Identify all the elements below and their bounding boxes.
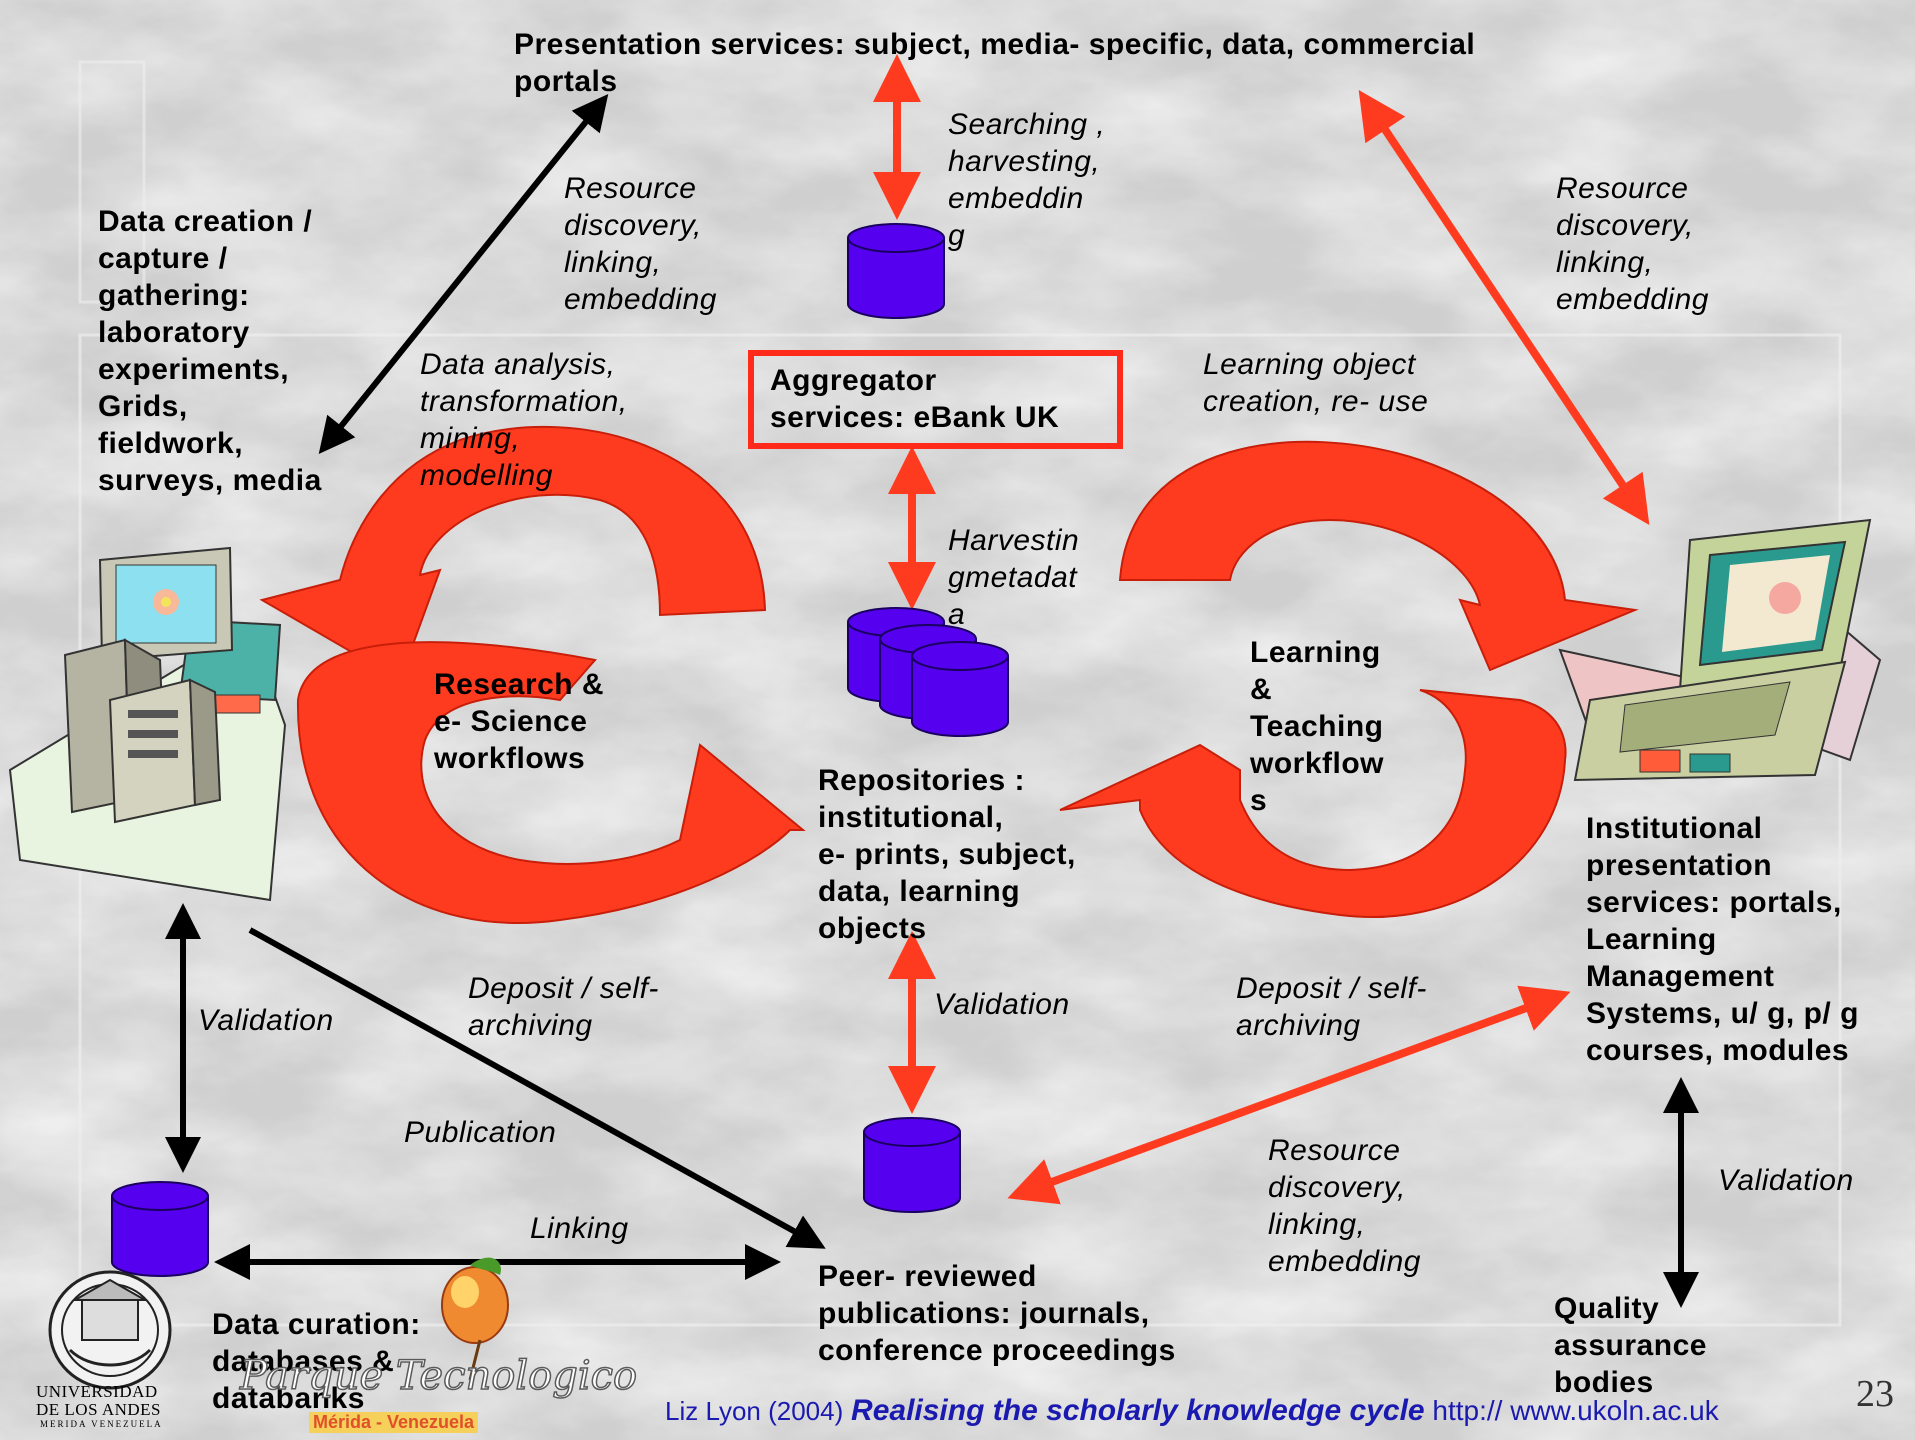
research-arc-top (259, 425, 767, 682)
laptop-icon (1558, 518, 1882, 782)
data-analysis-label: Data analysis, transformation, mining, m… (420, 348, 628, 492)
university-name-line2: DE LOS ANDES (36, 1400, 162, 1419)
publication-label: Publication (404, 1116, 557, 1149)
research-workflows-label: Research & e- Science workflows (434, 668, 605, 775)
learning-object-label: Learning object creation, re- use (1203, 348, 1429, 418)
resource-discovery-bottom-label: Resource discovery, linking, embedding (1268, 1134, 1421, 1278)
parque-tecnologico-logo (441, 1257, 509, 1381)
validation-left-label: Validation (198, 1004, 334, 1037)
deposit-right-label: Deposit / self- archiving (1236, 972, 1427, 1042)
aggregator-label: Aggregator services: eBank UK (770, 364, 1060, 434)
citation-url-link[interactable]: http:// www.ukoln.ac.uk (1432, 1395, 1719, 1426)
aggregator-box (748, 350, 1123, 449)
citation-author: Liz Lyon (2004) (665, 1396, 844, 1426)
harvesting-metadata-label: Harvestin gmetadat a (948, 524, 1080, 631)
parque-logo-subtext: Mérida - Venezuela (309, 1412, 479, 1433)
university-seal-logo (48, 1270, 172, 1390)
deposit-left-label: Deposit / self- archiving (468, 972, 659, 1042)
university-name-line3: MERIDA VENEZUELA (40, 1419, 163, 1429)
learning-arc-top (1118, 440, 1639, 672)
data-creation-label: Data creation / capture / gathering: lab… (98, 205, 322, 497)
peer-reviewed-label: Peer- reviewed publications: journals, c… (818, 1260, 1176, 1367)
peer-review-cylinder-icon (863, 1117, 961, 1213)
linking-label: Linking (530, 1212, 629, 1245)
arrow-presentation-laptop (1358, 90, 1650, 525)
learning-arc-bottom (1059, 689, 1567, 918)
arrow-datacreation-presentation (318, 93, 609, 455)
citation-footer: Liz Lyon (2004) Realising the scholarly … (665, 1394, 1719, 1428)
citation-title: Realising the scholarly knowledge cycle (851, 1394, 1425, 1427)
data-curation-cylinder-icon (111, 1181, 209, 1277)
data-curation-label: Data curation: databases & databanks (212, 1308, 421, 1415)
validation-center-label: Validation (934, 988, 1070, 1021)
learning-cycle-arrows (1059, 440, 1639, 918)
research-cycle-arrows (259, 425, 806, 924)
resource-discovery-right-label: Resource discovery, linking, embedding (1556, 172, 1709, 316)
searching-harvesting-label: Searching , harvesting, embeddin g (948, 108, 1106, 252)
parque-logo-text: Parque Tecnologico (239, 1352, 638, 1400)
institutional-presentation-label: Institutional presentation services: por… (1586, 812, 1859, 1067)
presentation-services-label: Presentation services: subject, media- s… (514, 28, 1476, 98)
aggregator-cylinder-icon (847, 223, 945, 319)
research-arc-bottom (296, 641, 806, 924)
validation-right-label: Validation (1718, 1164, 1854, 1197)
resource-discovery-left-label: Resource discovery, linking, embedding (564, 172, 717, 316)
quality-assurance-label: Quality assurance bodies (1554, 1292, 1707, 1399)
arrow-peer-institutional (1007, 985, 1571, 1205)
university-name-line1: UNIVERSIDAD (36, 1382, 158, 1401)
desktop-computer-icon (8, 546, 287, 902)
page-number: 23 (1856, 1373, 1894, 1415)
repositories-label: Repositories : institutional, e- prints,… (818, 764, 1076, 945)
learning-workflows-label: Learning & Teaching workflow s (1250, 636, 1385, 817)
arrow-publication (248, 927, 826, 1249)
